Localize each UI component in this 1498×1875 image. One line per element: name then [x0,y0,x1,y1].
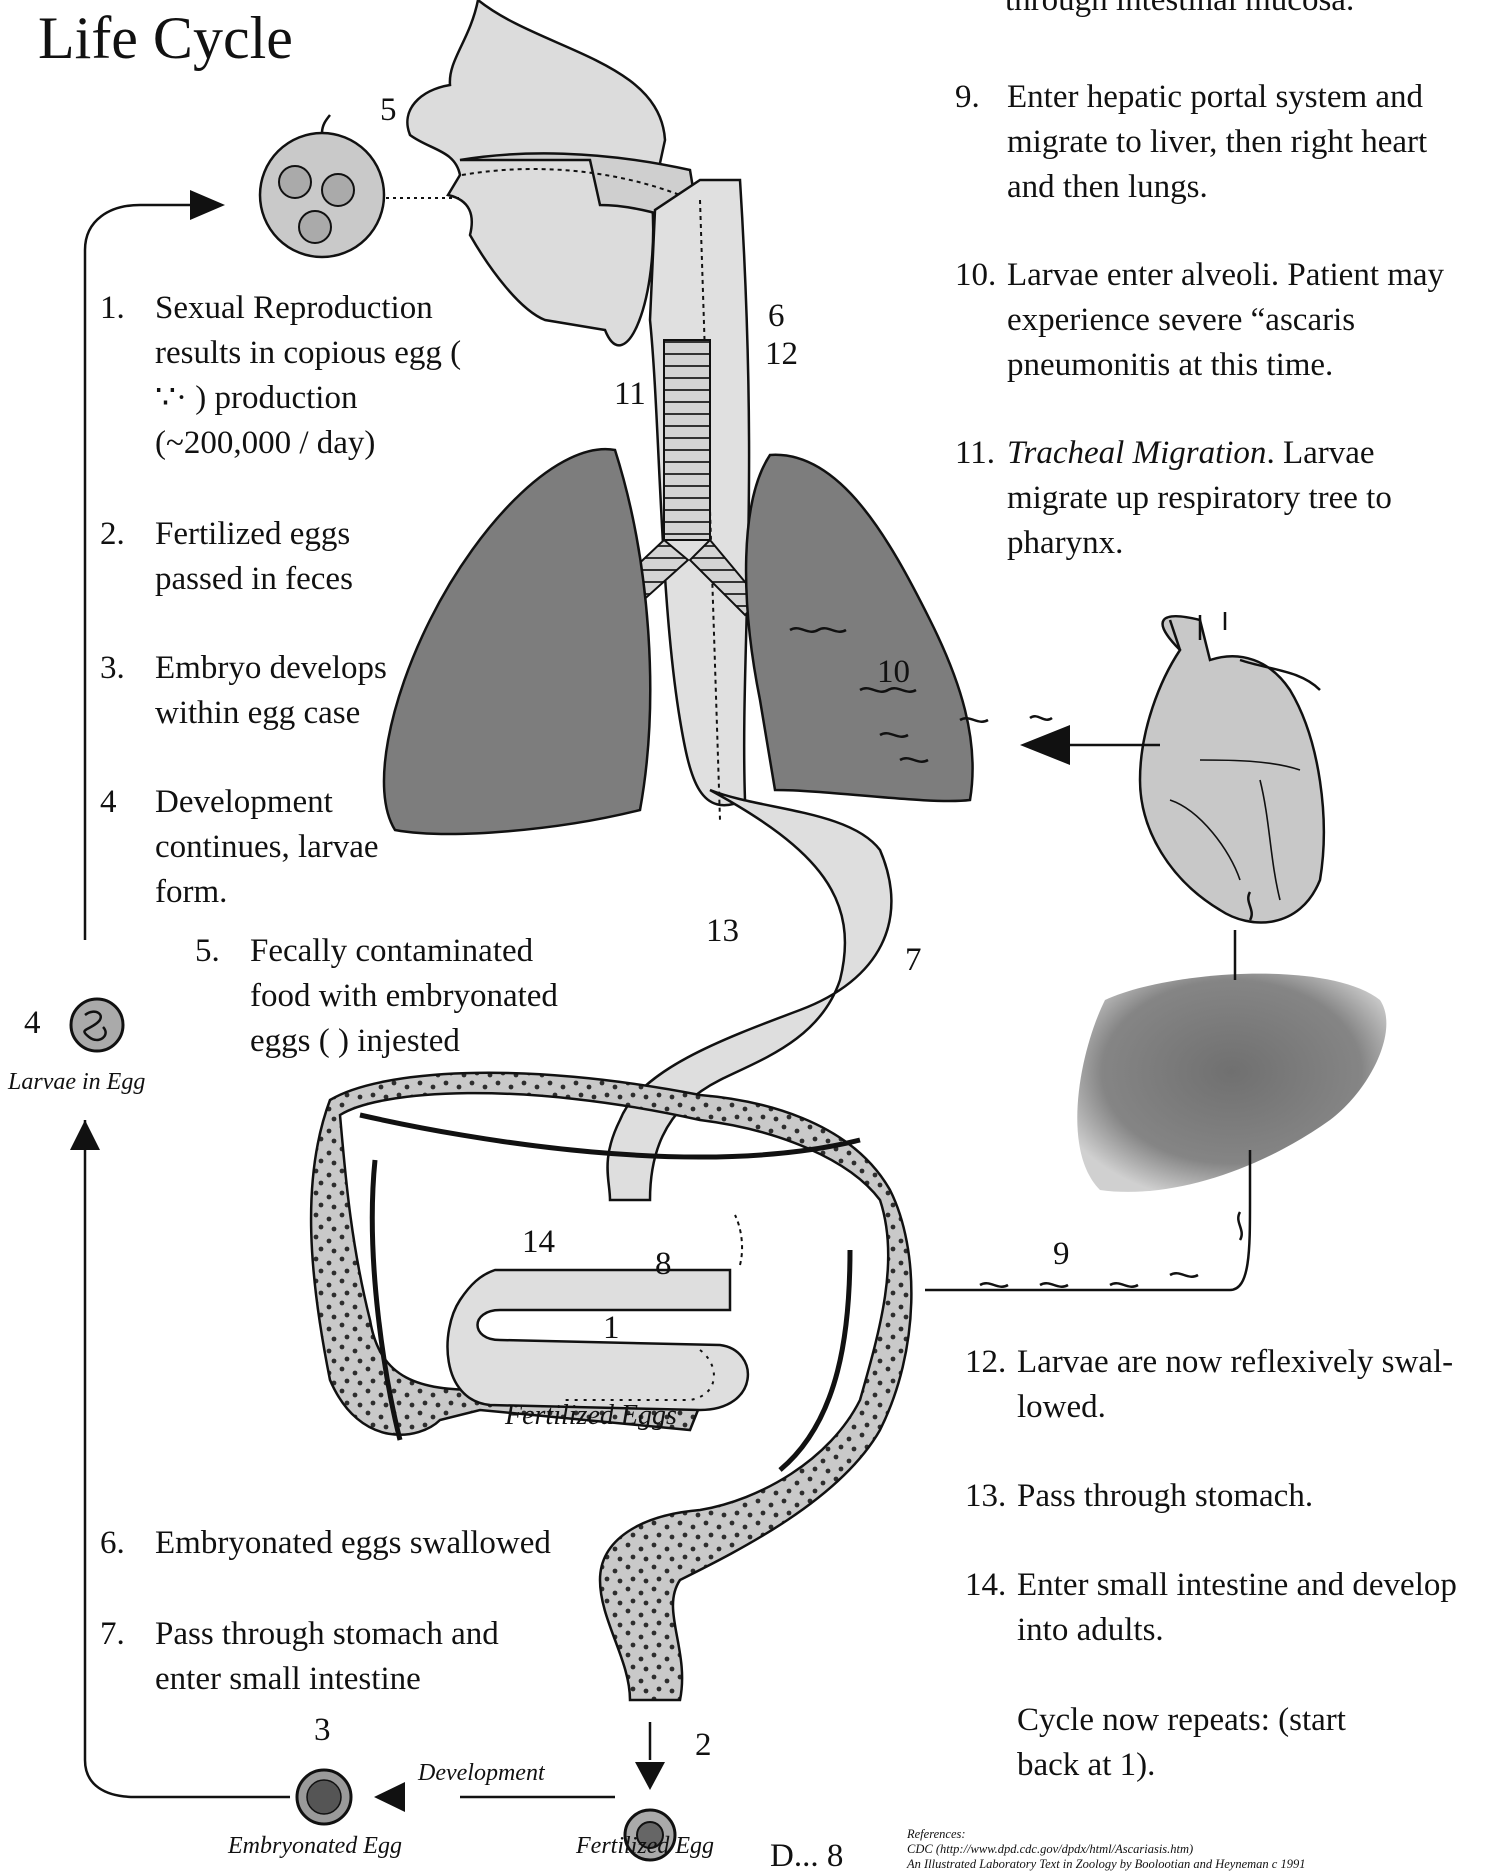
caption-fertilized-eggs: Fertilized Eggs [505,1400,677,1432]
embryonated-egg [297,1770,351,1824]
caption-embryonated-egg: Embryonated Egg [228,1833,402,1860]
label-8: 8 [655,1246,672,1283]
step-12: 12. Larvae are now reflexively swal-lowe… [965,1340,1485,1430]
label-12: 12 [765,336,798,373]
page-number-fragment: D... 8 [770,1838,843,1875]
step-5: 5. Fecally contaminated food with embryo… [195,929,585,1064]
label-7: 7 [905,942,922,979]
step-6: 6. Embryonated eggs swallowed [100,1521,620,1566]
label-6: 6 [768,298,785,335]
label-4: 4 [24,1005,41,1042]
stomach [608,790,892,1200]
caption-fertilized-egg: Fertilized Egg [576,1833,714,1860]
right-lung [746,455,973,801]
references: References: CDC (http://www.dpd.cdc.gov/… [907,1827,1305,1872]
label-1: 1 [603,1310,620,1347]
step-11: 11. Tracheal Migration. Larvae migrate u… [955,431,1435,566]
step-11-italic: Tracheal Migration [1007,435,1266,471]
reference-1: CDC (http://www.dpd.cdc.gov/dpdx/html/As… [907,1842,1305,1857]
label-10: 10 [877,654,910,691]
label-2: 2 [695,1727,712,1764]
step-9: 9. Enter hepatic portal system and migra… [955,75,1475,210]
step-10: 10. Larvae enter alveoli. Patient may ex… [955,253,1455,388]
caption-larvae-in-egg: Larvae in Egg [8,1069,145,1096]
label-13: 13 [706,913,739,950]
step-4: 4 Development continues, larvae form. [100,780,420,915]
reference-2: An Illustrated Laboratory Text in Zoolog… [907,1857,1305,1872]
step-14: 14. Enter small intestine and develop in… [965,1563,1485,1653]
cycle-note: Cycle now repeats: (start back at 1). [1017,1698,1397,1788]
caption-development: Development [418,1760,545,1787]
step-13: 13. Pass through stomach. [965,1474,1485,1519]
left-lung [384,449,650,834]
label-14: 14 [522,1224,555,1261]
step-2: 2. Fertilized eggs passed in feces [100,512,400,602]
label-5: 5 [380,92,397,129]
label-9: 9 [1053,1236,1070,1273]
step-3: 3. Embryo develops within egg case [100,646,440,736]
label-3: 3 [314,1712,331,1749]
larvae-in-egg [71,999,123,1051]
references-heading: References: [907,1827,1305,1842]
step-8-fragment: through intestinal mucosa. [1005,0,1354,23]
label-11: 11 [614,376,646,413]
step-7: 7. Pass through stomach and enter small … [100,1612,570,1702]
step-1: 1. Sexual Reproduction results in copiou… [100,286,490,466]
liver [1077,974,1386,1192]
page-title: Life Cycle [38,4,293,73]
small-intestine [448,1215,748,1410]
